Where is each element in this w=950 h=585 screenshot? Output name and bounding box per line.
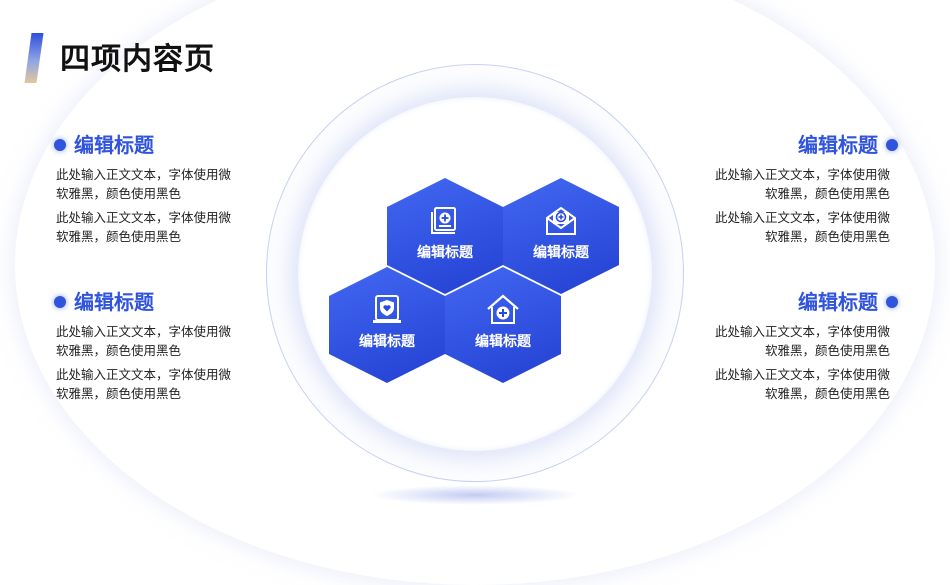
block-title[interactable]: 编辑标题: [798, 290, 878, 314]
block-title[interactable]: 编辑标题: [798, 133, 878, 157]
body-line: 软雅黑，颜色使用黑色: [56, 186, 182, 201]
right-block-2: 编辑标题 此处输入正文文本，字体使用微 软雅黑，颜色使用黑色 此处输入正文文本，…: [698, 288, 898, 403]
body-line: 软雅黑，颜色使用黑色: [56, 229, 182, 244]
body-line: 此处输入正文文本，字体使用微: [56, 367, 232, 382]
hexagon-4[interactable]: 编辑标题: [445, 267, 561, 383]
right-block-1: 编辑标题 此处输入正文文本，字体使用微 软雅黑，颜色使用黑色 此处输入正文文本，…: [698, 131, 898, 246]
bullet-dot: [886, 296, 898, 308]
block-body: 此处输入正文文本，字体使用微 软雅黑，颜色使用黑色 此处输入正文文本，字体使用微…: [56, 322, 256, 403]
body-line: 此处输入正文文本，字体使用微: [56, 167, 232, 182]
hexagon-3[interactable]: 编辑标题: [329, 267, 445, 383]
hexagon-label: 编辑标题: [533, 245, 589, 261]
title-accent-bar: [24, 33, 44, 83]
body-line: 软雅黑，颜色使用黑色: [764, 386, 890, 401]
block-body: 此处输入正文文本，字体使用微 软雅黑，颜色使用黑色 此处输入正文文本，字体使用微…: [698, 165, 898, 246]
body-line: 软雅黑，颜色使用黑色: [56, 386, 182, 401]
body-line: 此处输入正文文本，字体使用微: [714, 210, 890, 225]
floor-glow: [370, 485, 580, 505]
block-title[interactable]: 编辑标题: [74, 290, 154, 314]
body-line: 此处输入正文文本，字体使用微: [56, 210, 232, 225]
body-line: 软雅黑，颜色使用黑色: [764, 186, 890, 201]
bullet-dot: [54, 296, 66, 308]
body-line: 此处输入正文文本，字体使用微: [714, 324, 890, 339]
block-body: 此处输入正文文本，字体使用微 软雅黑，颜色使用黑色 此处输入正文文本，字体使用微…: [56, 165, 256, 246]
heart-shield-tablet-icon: [373, 295, 401, 323]
body-line: 此处输入正文文本，字体使用微: [714, 367, 890, 382]
block-title[interactable]: 编辑标题: [74, 133, 154, 157]
body-line: 此处输入正文文本，字体使用微: [56, 324, 232, 339]
body-line: 软雅黑，颜色使用黑色: [764, 343, 890, 358]
body-line: 软雅黑，颜色使用黑色: [764, 229, 890, 244]
page-title: 四项内容页: [60, 42, 215, 77]
bullet-dot: [54, 139, 66, 151]
medical-house-icon: [487, 294, 519, 324]
body-line: 软雅黑，颜色使用黑色: [56, 343, 182, 358]
hexagon-1[interactable]: 编辑标题: [387, 178, 503, 294]
left-block-2: 编辑标题 此处输入正文文本，字体使用微 软雅黑，颜色使用黑色 此处输入正文文本，…: [54, 288, 256, 403]
medical-mail-icon: [546, 206, 576, 235]
hexagon-label: 编辑标题: [359, 334, 415, 350]
body-line: 此处输入正文文本，字体使用微: [714, 167, 890, 182]
bullet-dot: [886, 139, 898, 151]
hexagon-label: 编辑标题: [475, 334, 531, 350]
block-body: 此处输入正文文本，字体使用微 软雅黑，颜色使用黑色 此处输入正文文本，字体使用微…: [698, 322, 898, 403]
medical-book-icon: [431, 207, 456, 234]
hexagon-label: 编辑标题: [417, 245, 473, 261]
left-block-1: 编辑标题 此处输入正文文本，字体使用微 软雅黑，颜色使用黑色 此处输入正文文本，…: [54, 131, 256, 246]
